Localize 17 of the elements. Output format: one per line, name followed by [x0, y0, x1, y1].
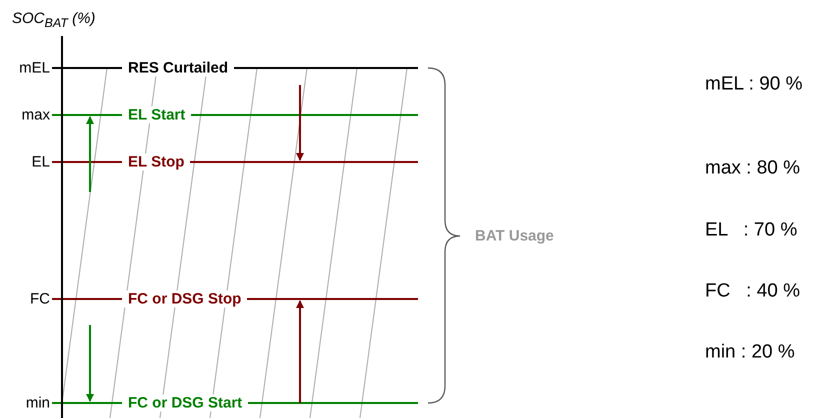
level-label: EL Stop: [122, 154, 190, 170]
tick-label: mEL: [18, 60, 50, 76]
level-value: max : 80 %: [705, 158, 800, 178]
brace-label: BAT Usage: [475, 228, 554, 244]
level-label: EL Start: [122, 106, 192, 124]
level-label: FC or DSG Stop: [122, 290, 248, 308]
tick-label: min: [24, 396, 50, 410]
level-label: RES Curtailed: [122, 60, 234, 76]
tick-label: FC: [29, 292, 50, 306]
level-value: min : 20 %: [705, 342, 795, 362]
level-value: mEL : 90 %: [705, 74, 803, 94]
axis-title: SOC$_{BAT}$ (%): [12, 10, 96, 30]
level-label: FC or DSG Start: [122, 394, 248, 412]
tick-label: max: [20, 108, 50, 122]
level-value: FC : 40 %: [705, 282, 800, 300]
tick-label: EL: [30, 154, 50, 170]
level-value: EL : 70 %: [705, 220, 798, 240]
